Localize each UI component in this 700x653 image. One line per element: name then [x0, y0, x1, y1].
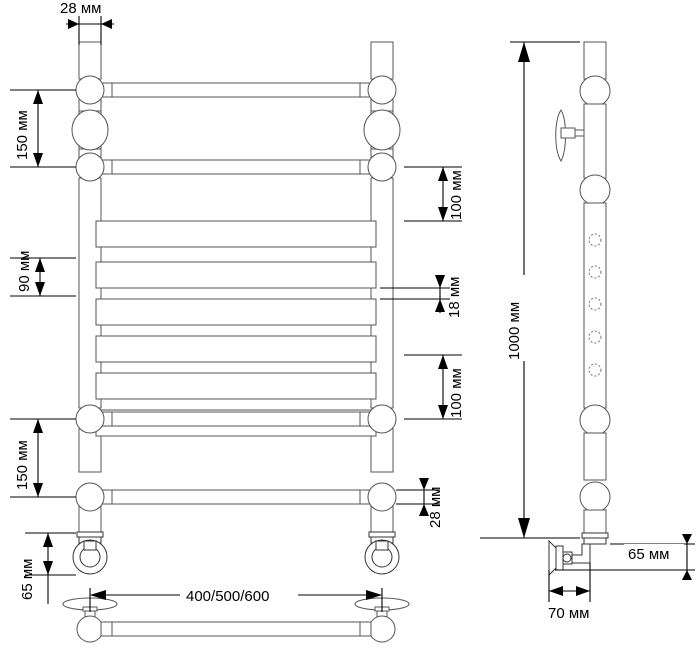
front-rung-second	[100, 159, 372, 175]
dim-label-150mm-bottom: 150 мм	[14, 440, 31, 490]
front-view	[71, 41, 401, 575]
side-view	[548, 41, 611, 577]
dim-label-100mm-top: 100 мм	[448, 170, 465, 220]
side-wall-bracket	[555, 109, 585, 162]
bottom-towel-bar-view	[62, 597, 410, 643]
side-inlet-valve	[548, 532, 609, 577]
side-hidden-rung-holes	[588, 233, 602, 377]
dim-label-65mm-foot: 65 мм	[19, 559, 36, 600]
dim-rung-100-bottom: 100 мм	[404, 354, 465, 420]
dim-bottom-150: 150 мм	[10, 418, 76, 498]
dim-label-150mm-top: 150 мм	[14, 110, 31, 160]
front-rung-fourth	[100, 489, 372, 505]
front-rung-top	[100, 82, 372, 98]
front-rung-third	[100, 411, 372, 427]
dim-label-28mm-top: 28 мм	[60, 0, 101, 17]
front-wide-rungs	[95, 220, 377, 437]
dim-wall-offset-65: 65 мм	[555, 534, 695, 580]
dim-width-options: 400/500/600	[89, 583, 383, 612]
dim-label-28mm-bottom: 28 мм	[427, 487, 444, 528]
front-left-joints	[71, 75, 109, 512]
front-left-foot	[72, 531, 108, 575]
dim-label-1000mm: 1000 мм	[506, 302, 523, 360]
dim-label-65mm-wall: 65 мм	[628, 546, 669, 563]
dim-top-150: 150 мм	[10, 89, 76, 168]
dim-90: 90 мм	[10, 251, 76, 297]
dim-label-70mm: 70 мм	[548, 605, 589, 622]
front-right-foot	[364, 531, 400, 575]
dim-label-100mm-bottom: 100 мм	[448, 368, 465, 418]
dim-tube-diameter-28: 28 мм	[60, 0, 114, 45]
dim-bracket-depth-70: 70 мм	[548, 563, 591, 622]
dim-label-18mm: 18 мм	[446, 277, 463, 318]
dim-rung-18: 18 мм	[380, 275, 463, 318]
dim-total-height-1000: 1000 мм	[480, 41, 580, 539]
dim-label-90mm: 90 мм	[16, 251, 33, 292]
dim-label-width-options: 400/500/600	[186, 588, 269, 605]
dim-rung-100-top: 100 мм	[404, 166, 465, 222]
front-right-joints	[363, 75, 401, 512]
dim-foot-65: 65 мм	[19, 532, 76, 604]
dim-tube-28-bottom: 28 мм	[396, 478, 444, 528]
